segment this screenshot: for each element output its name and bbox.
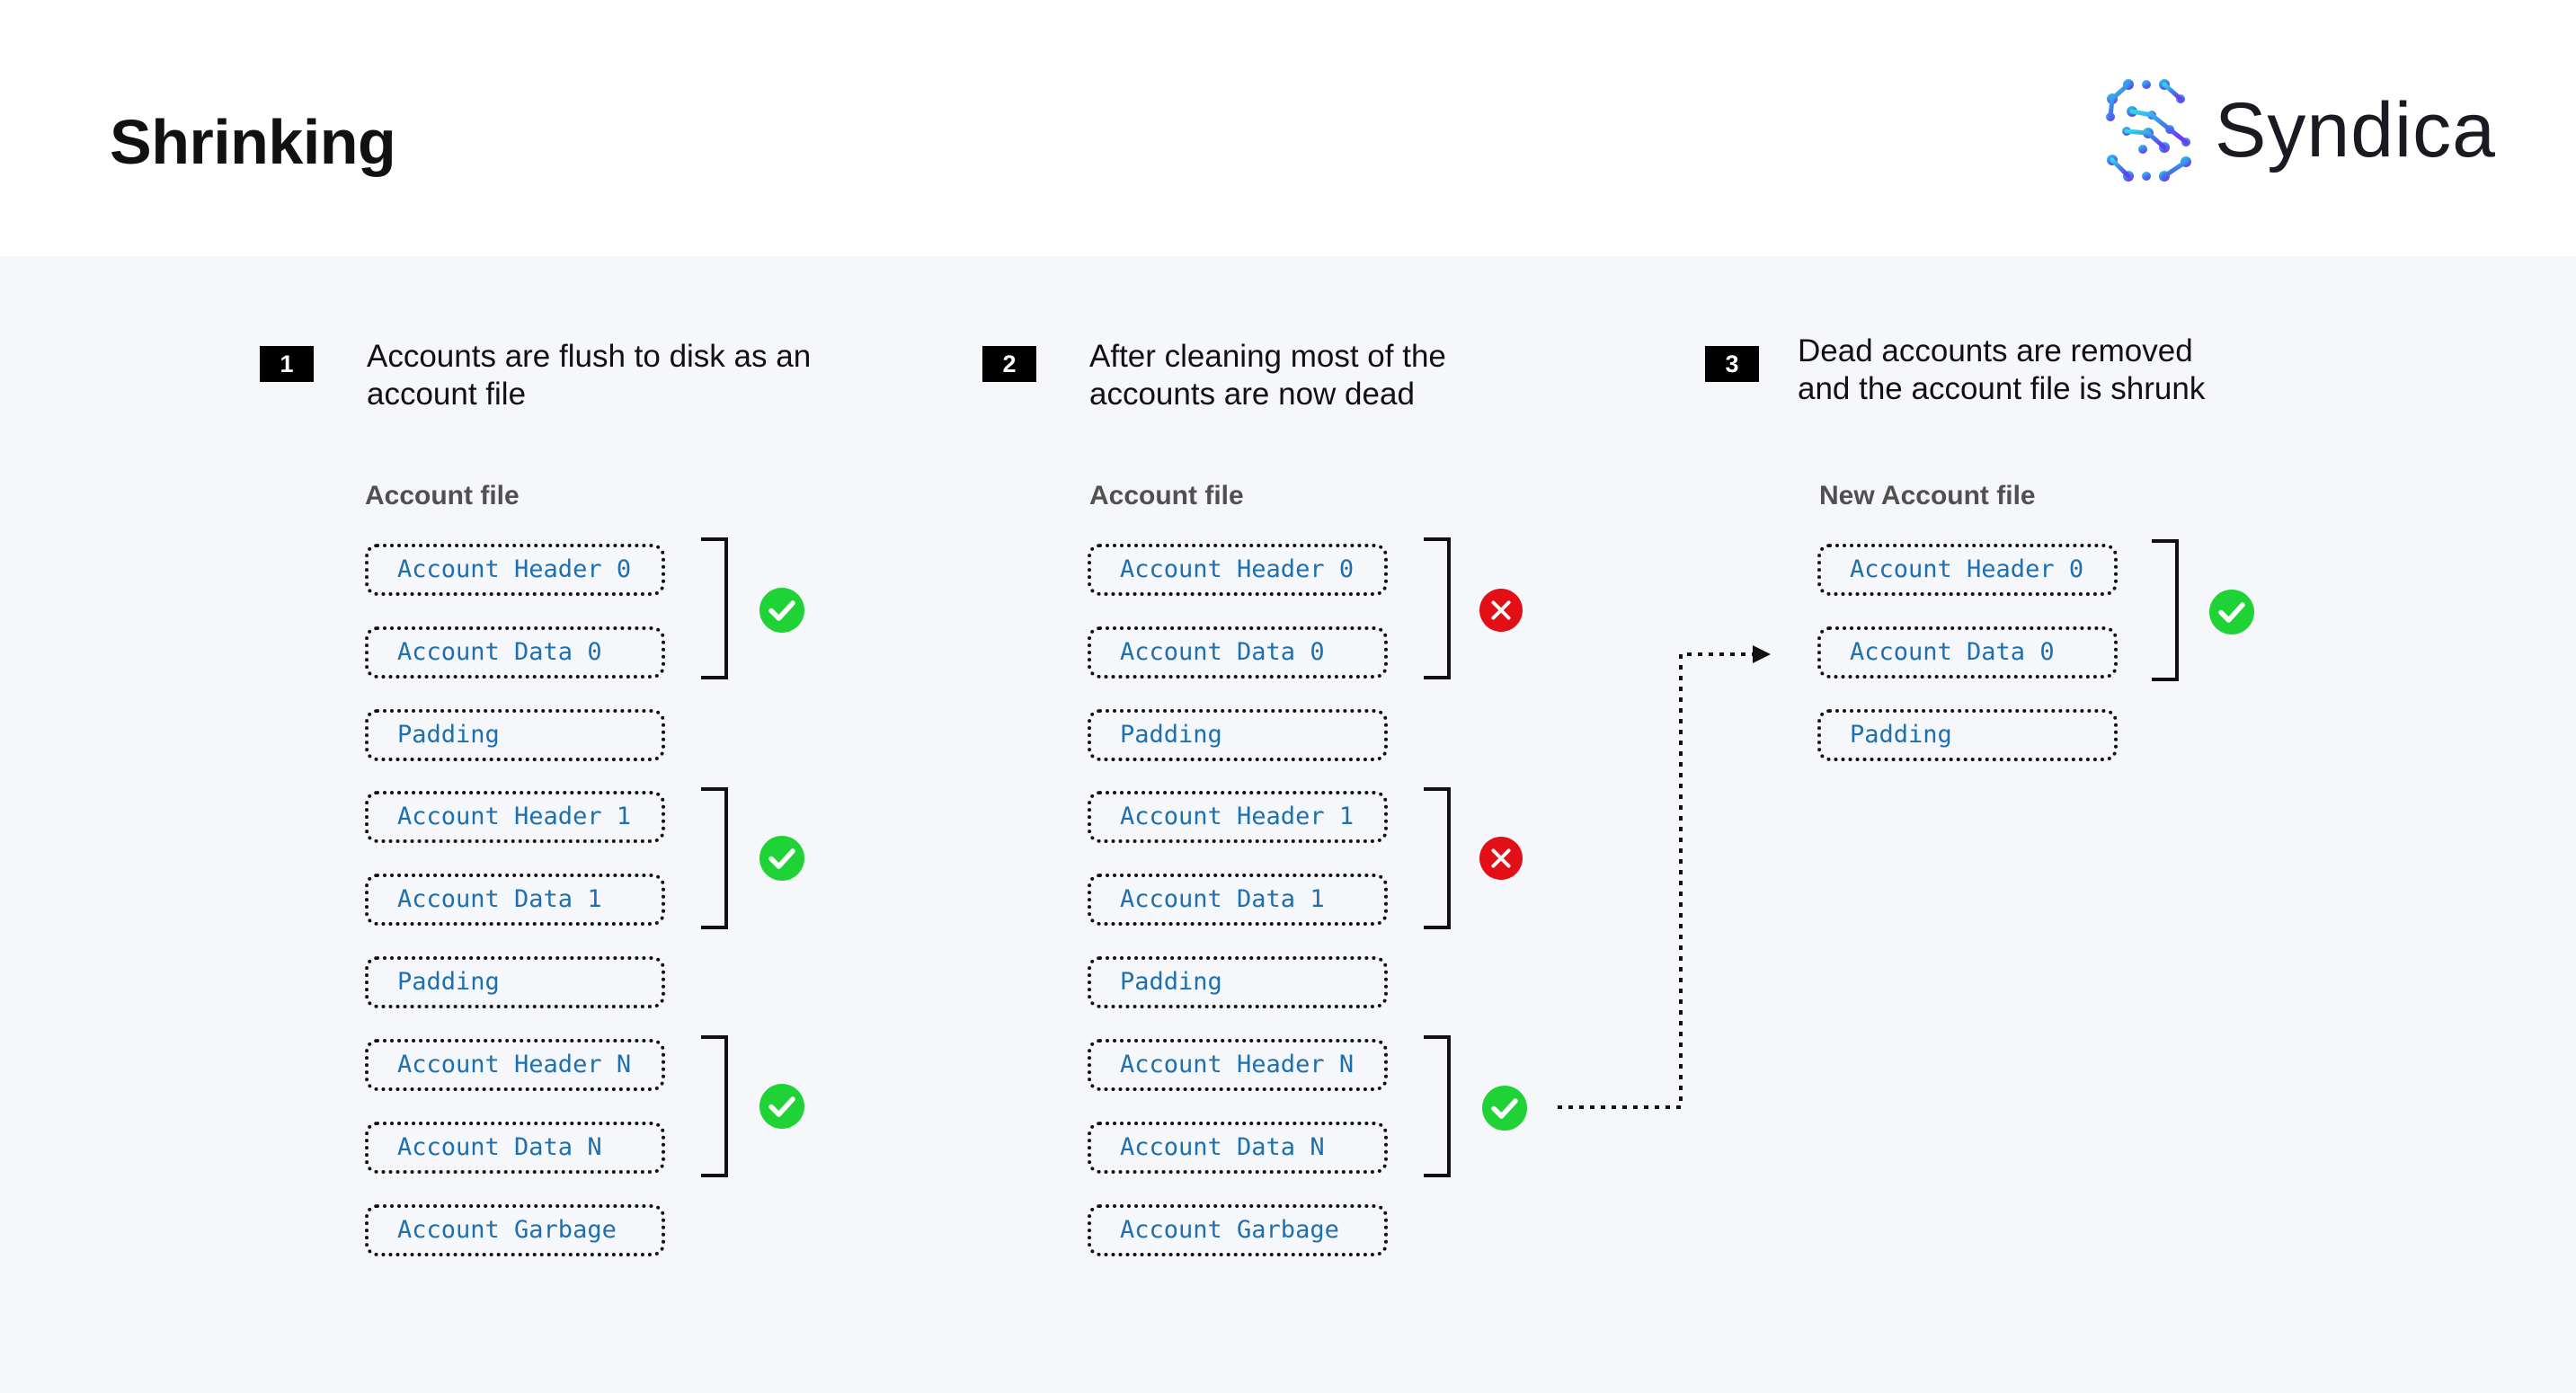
step-2-group-1-bracket: [1424, 787, 1451, 929]
step-2-badge: 2: [982, 346, 1036, 382]
x-icon: [1479, 837, 1523, 880]
arrow-head: [1753, 645, 1771, 663]
step-2-account-data-n-box: Account Data N: [1088, 1122, 1388, 1174]
step-3-text-line-1: Dead accounts are removed: [1798, 333, 2193, 368]
diagram-area: [0, 256, 2576, 1393]
step-2-padding-box: Padding: [1088, 709, 1388, 761]
syndica-logo: Syndica: [2101, 77, 2497, 183]
step-2-padding-box: Padding: [1088, 956, 1388, 1008]
step-1-text-line-1: Accounts are flush to disk as an: [367, 339, 812, 374]
step-1-padding-box: Padding: [365, 956, 665, 1008]
step-1-account-header-n-box: Account Header N: [365, 1039, 665, 1091]
check-icon: [759, 1084, 804, 1129]
step-3-file-title: New Account file: [1819, 481, 2036, 510]
check-icon: [759, 836, 804, 881]
step-1-padding-box: Padding: [365, 709, 665, 761]
step-2-account-data-1-box: Account Data 1: [1088, 874, 1388, 926]
step-1-account-data-n-box: Account Data N: [365, 1122, 665, 1174]
step-1-group-n-bracket: [701, 1035, 728, 1177]
page-title: Shrinking: [110, 107, 396, 177]
step-2-group-0-bracket: [1424, 537, 1451, 679]
step-1-text-line-2: account file: [367, 377, 527, 412]
step-2-text-line-1: After cleaning most of the: [1089, 339, 1446, 374]
header: Shrinking: [0, 0, 2576, 256]
check-icon: [2209, 590, 2254, 634]
step-2-account-header-n-box: Account Header N: [1088, 1039, 1388, 1091]
step-1-account-header-1-box: Account Header 1: [365, 791, 665, 843]
step-1-badge: 1: [260, 346, 314, 382]
step-2-account-garbage-box: Account Garbage: [1088, 1204, 1388, 1256]
step-3-padding-box: Padding: [1817, 709, 2118, 761]
step-2-account-header-1-box: Account Header 1: [1088, 791, 1388, 843]
check-icon: [1482, 1086, 1527, 1131]
step-1-account-garbage-box: Account Garbage: [365, 1204, 665, 1256]
check-icon: [759, 588, 804, 633]
step-2-text-line-2: accounts are now dead: [1089, 377, 1415, 412]
step-3-account-header-0-box: Account Header 0: [1817, 544, 2118, 596]
step-1-account-header-0-box: Account Header 0: [365, 544, 665, 596]
step-3-badge: 3: [1705, 346, 1759, 382]
step-3-account-data-0-box: Account Data 0: [1817, 626, 2118, 679]
syndica-logo-icon: [2106, 79, 2191, 182]
step-3-group-0-bracket: [2152, 539, 2179, 681]
step-2-account-data-0-box: Account Data 0: [1088, 626, 1388, 679]
logo-text: Syndica: [2215, 87, 2496, 173]
step-1-account-data-1-box: Account Data 1: [365, 874, 665, 926]
x-icon: [1479, 589, 1523, 632]
step-1-file-title: Account file: [365, 481, 520, 510]
step-1-account-data-0-box: Account Data 0: [365, 626, 665, 679]
step-1-group-1-bracket: [701, 787, 728, 929]
step-2-file-title: Account file: [1089, 481, 1244, 510]
step-2-group-n-bracket: [1424, 1035, 1451, 1177]
step-2-account-header-0-box: Account Header 0: [1088, 544, 1388, 596]
step-1-group-0-bracket: [701, 537, 728, 679]
step-3-text-line-2: and the account file is shrunk: [1798, 371, 2206, 406]
